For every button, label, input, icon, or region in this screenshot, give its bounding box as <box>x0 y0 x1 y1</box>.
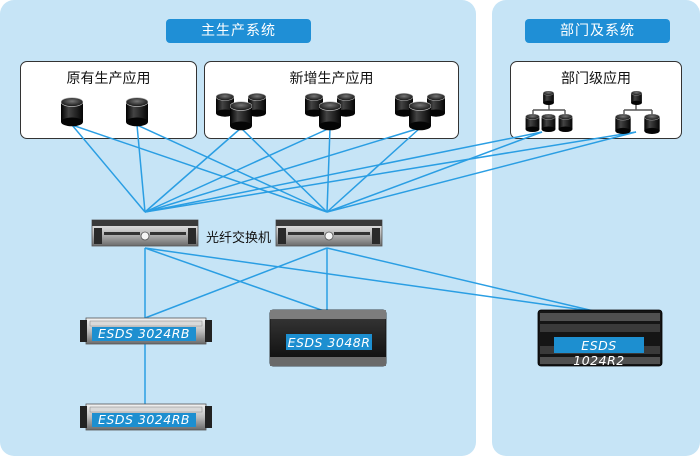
connection-lines <box>71 124 637 404</box>
storage-array-3024rb-top <box>80 317 212 345</box>
link-line <box>144 247 328 313</box>
storage-model-label: ESDS 1024R2 <box>573 338 625 368</box>
legacy-apps-group: 原有生产应用 <box>20 61 197 139</box>
link-line <box>326 131 543 213</box>
storage-model-label: ESDS 3048R <box>287 335 371 350</box>
new-apps-label: 新增生产应用 <box>289 71 374 87</box>
tree-database-icon <box>615 91 660 134</box>
tree-database-icon <box>525 91 573 132</box>
link-line <box>144 131 637 213</box>
database-icon <box>126 97 148 127</box>
database-cluster-icon <box>395 93 445 131</box>
link-line <box>144 127 421 213</box>
storage-array-3048r <box>269 309 387 367</box>
database-icon <box>61 97 83 127</box>
link-line <box>71 124 328 213</box>
link-line <box>136 124 328 213</box>
link-line <box>144 247 599 313</box>
storage-array-3024rb-bottom <box>80 403 212 431</box>
storage-model-label: ESDS 3024RB <box>98 412 190 427</box>
link-line <box>144 127 331 213</box>
link-line <box>326 127 331 213</box>
database-cluster-icon <box>305 93 355 131</box>
link-line <box>136 124 146 213</box>
link-line <box>144 127 242 213</box>
database-cluster-icon <box>216 93 266 131</box>
fibre-switch-icon <box>91 219 199 247</box>
link-line <box>144 247 328 319</box>
link-line <box>71 124 146 213</box>
dept-apps-label: 部门级应用 <box>561 71 631 87</box>
storage-model-label: ESDS 3024RB <box>98 326 190 341</box>
link-line <box>326 127 421 213</box>
legacy-apps-label: 原有生产应用 <box>66 71 151 87</box>
department-system-title: 部门及系统 <box>525 19 670 43</box>
main-system-title: 主生产系统 <box>166 19 311 43</box>
fibre-switch-icon <box>275 219 383 247</box>
fibre-switch-label: 光纤交换机 <box>206 231 272 246</box>
storage-array-1024r2 <box>537 309 663 367</box>
link-line <box>144 131 543 213</box>
link-line <box>326 131 637 213</box>
link-line <box>326 247 599 313</box>
